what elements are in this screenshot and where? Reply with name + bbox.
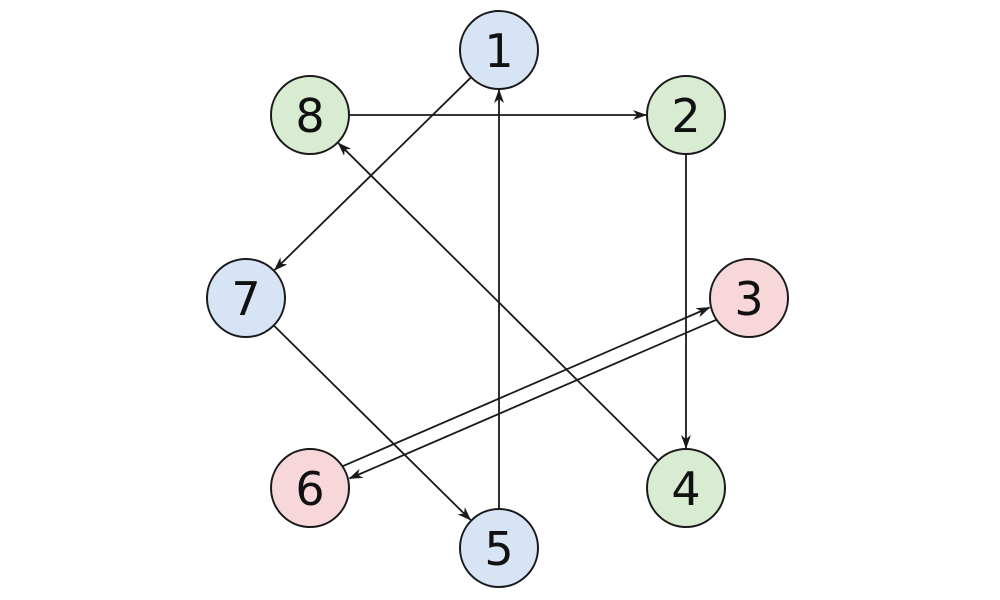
node-circle-8 — [270, 75, 350, 155]
edge-1-to-7 — [273, 76, 472, 271]
node-7: 7 — [206, 258, 286, 338]
node-label-4: 4 — [671, 462, 700, 516]
node-label-3: 3 — [734, 272, 763, 326]
node-circle-7 — [206, 258, 286, 338]
node-3: 3 — [709, 258, 789, 338]
node-2: 2 — [646, 75, 726, 155]
node-circle-3 — [709, 258, 789, 338]
node-circle-4 — [646, 448, 726, 528]
nodes-layer: 1 2 3 4 5 6 7 8 — [206, 10, 789, 588]
node-circle-6 — [270, 448, 350, 528]
node-label-8: 8 — [295, 89, 324, 143]
node-label-7: 7 — [231, 272, 260, 326]
node-label-6: 6 — [295, 462, 324, 516]
node-8: 8 — [270, 75, 350, 155]
node-circle-5 — [459, 508, 539, 588]
node-label-1: 1 — [484, 24, 513, 78]
edge-3-to-6 — [348, 319, 717, 480]
node-circle-1 — [459, 10, 539, 90]
edge-4-to-8 — [337, 142, 659, 462]
node-5: 5 — [459, 508, 539, 588]
node-circle-2 — [646, 75, 726, 155]
edge-6-to-3 — [342, 306, 711, 467]
edge-7-to-5 — [273, 324, 472, 521]
node-label-2: 2 — [671, 89, 700, 143]
edges-layer — [273, 76, 717, 521]
node-1: 1 — [459, 10, 539, 90]
node-label-5: 5 — [484, 522, 513, 576]
node-4: 4 — [646, 448, 726, 528]
node-6: 6 — [270, 448, 350, 528]
